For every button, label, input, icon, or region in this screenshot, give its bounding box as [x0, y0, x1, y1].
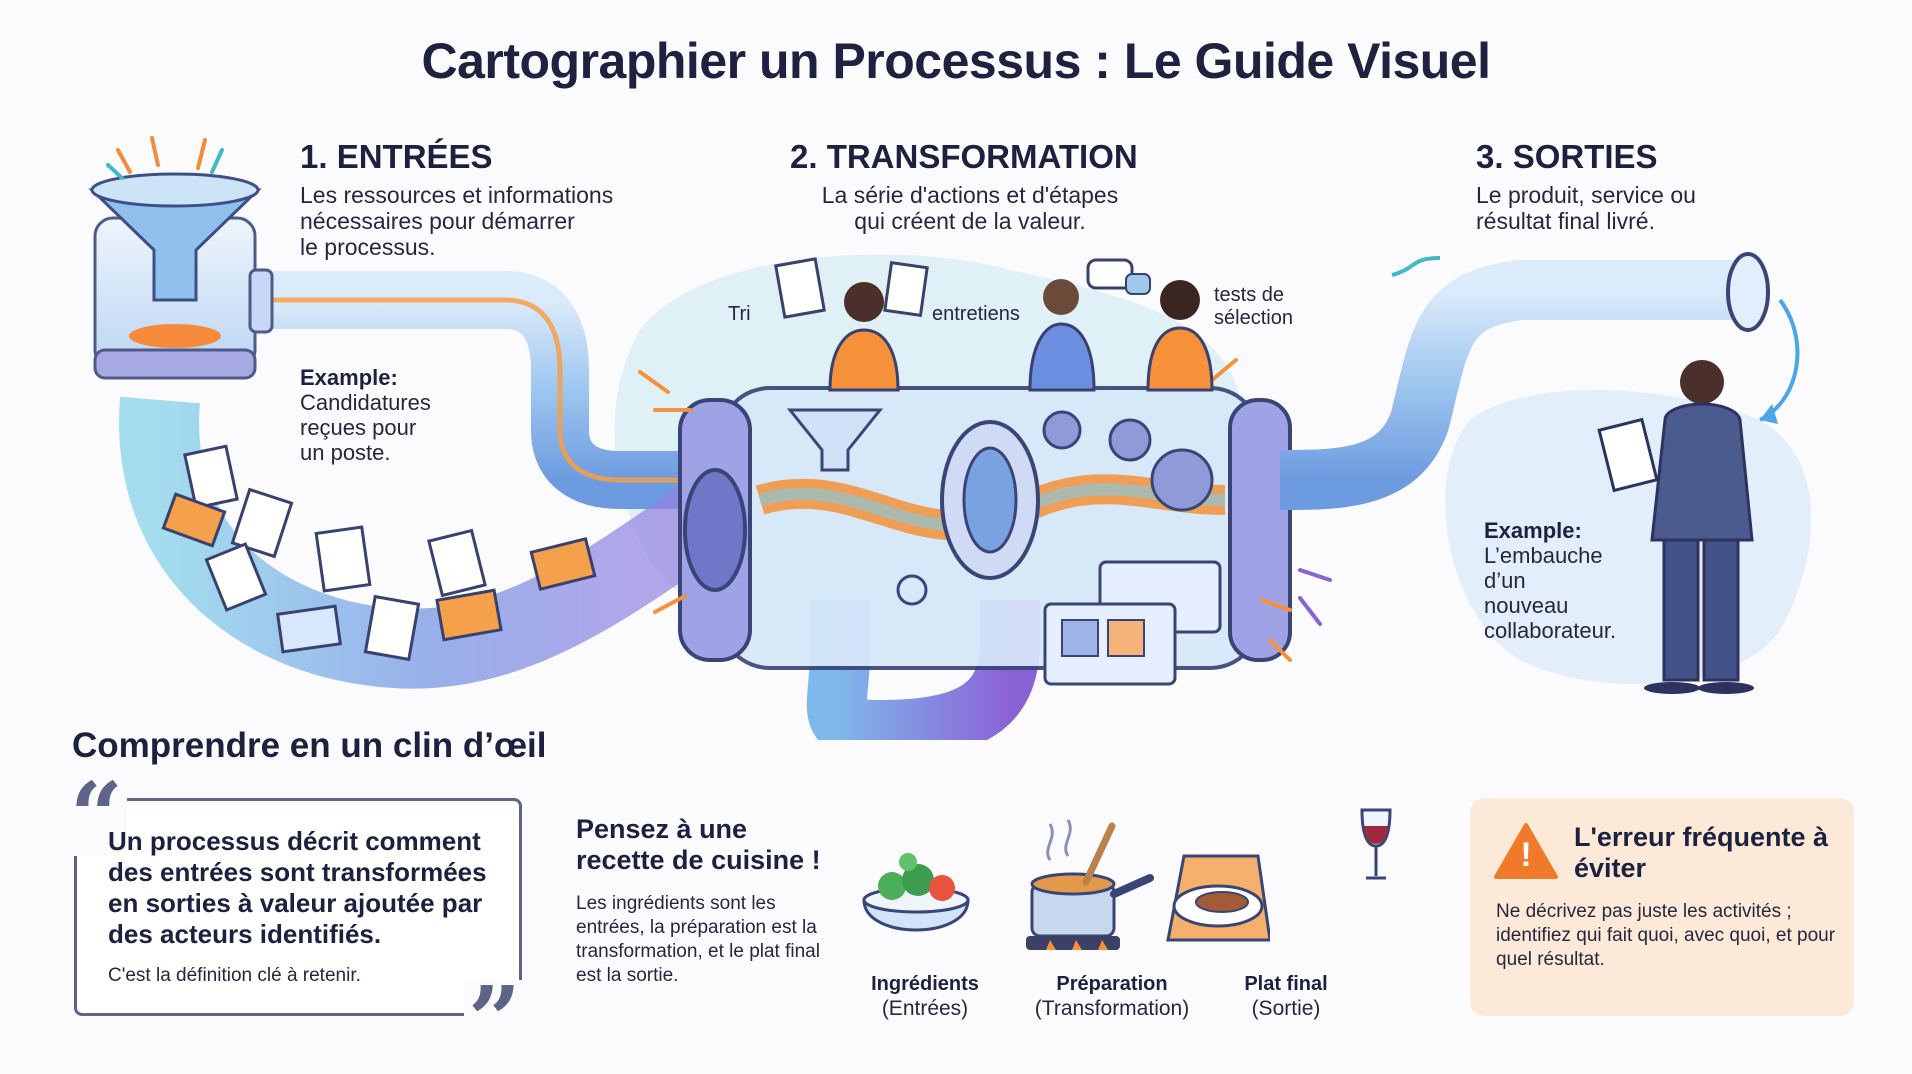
document-icon: [1597, 417, 1659, 493]
definition-quote-box: [74, 798, 522, 1016]
cooking-illustrations: [862, 819, 1270, 950]
gear-icon: [1108, 418, 1152, 462]
cooking-text: Les ingrédients sont les entrées, la pré…: [576, 893, 820, 986]
warning-text: Ne décrivez pas juste les activités ; id…: [1496, 901, 1836, 970]
transformation-description: La série d'actions et d'étapes qui créen…: [821, 182, 1119, 234]
warning-icon: [1494, 823, 1558, 879]
outputs-description: Le produit, service ou résultat final li…: [1476, 182, 1696, 234]
step-label-tests: tests de sélection: [1214, 284, 1293, 329]
inputs-example-text: Candidatures reçues pour un poste.: [300, 390, 431, 465]
preparation-label: Préparation: [1056, 973, 1168, 995]
gear-icon: [896, 574, 928, 606]
cooking-title: Pensez à une recette de cuisine !: [576, 814, 821, 875]
output-pipe-end: [1726, 252, 1770, 332]
chat-bubble-icon: [1125, 273, 1151, 295]
input-funnel-tank: [88, 136, 262, 380]
hr-people: [774, 257, 1214, 392]
new-hire-person: [1597, 360, 1754, 694]
preparation-sub: (Transformation): [1034, 997, 1190, 1020]
inputs-example-label: Example:: [300, 365, 398, 390]
loop-pipe: [806, 600, 1040, 740]
cooking-pot-icon: [1026, 819, 1154, 950]
ingredients-sub: (Entrées): [881, 997, 969, 1020]
output-pipe: [1279, 260, 1740, 510]
outputs-example-label: Example:: [1484, 518, 1582, 543]
warning-box: [1470, 798, 1854, 1016]
transformation-title: 2. TRANSFORMATION: [790, 138, 1138, 175]
close-quote-icon: ”: [464, 974, 525, 1066]
funnel-icon: [786, 408, 884, 472]
steak-plate-icon: [1166, 854, 1270, 942]
gear-icon: [1150, 448, 1214, 512]
step-label-entretiens: entretiens: [932, 303, 1020, 325]
warning-icon-mark: !: [1520, 836, 1532, 874]
process-illustration: [88, 136, 1812, 740]
outputs-title: 3. SORTIES: [1476, 138, 1658, 175]
outputs-example-text: L’embauche d’un nouveau collaborateur.: [1484, 543, 1617, 643]
document-icon: [183, 444, 487, 662]
inputs-title: 1. ENTRÉES: [300, 138, 493, 175]
envelope-icon: [161, 492, 597, 654]
final-dish-label: Plat final: [1244, 973, 1328, 995]
definition-text: Un processus décrit comment des entrées …: [108, 826, 487, 949]
definition-note: C'est la définition clé à retenir.: [108, 965, 361, 986]
step-label-tri: Tri: [728, 303, 751, 325]
transformation-machine: [678, 386, 1292, 686]
salad-bowl-icon: [862, 853, 970, 932]
gear-icon: [1042, 410, 1082, 450]
warning-title: L'erreur fréquente à éviter: [1574, 822, 1828, 883]
page-title: Cartographier un Processus : Le Guide Vi…: [421, 33, 1491, 89]
glance-heading: Comprendre en un clin d’œil: [72, 726, 547, 765]
inputs-description: Les ressources et informations nécessair…: [300, 182, 614, 260]
ingredients-label: Ingrédients: [871, 973, 979, 995]
final-dish-sub: (Sortie): [1251, 997, 1321, 1020]
open-quote-icon: “: [66, 770, 127, 862]
wine-glass-icon: [1360, 808, 1392, 880]
